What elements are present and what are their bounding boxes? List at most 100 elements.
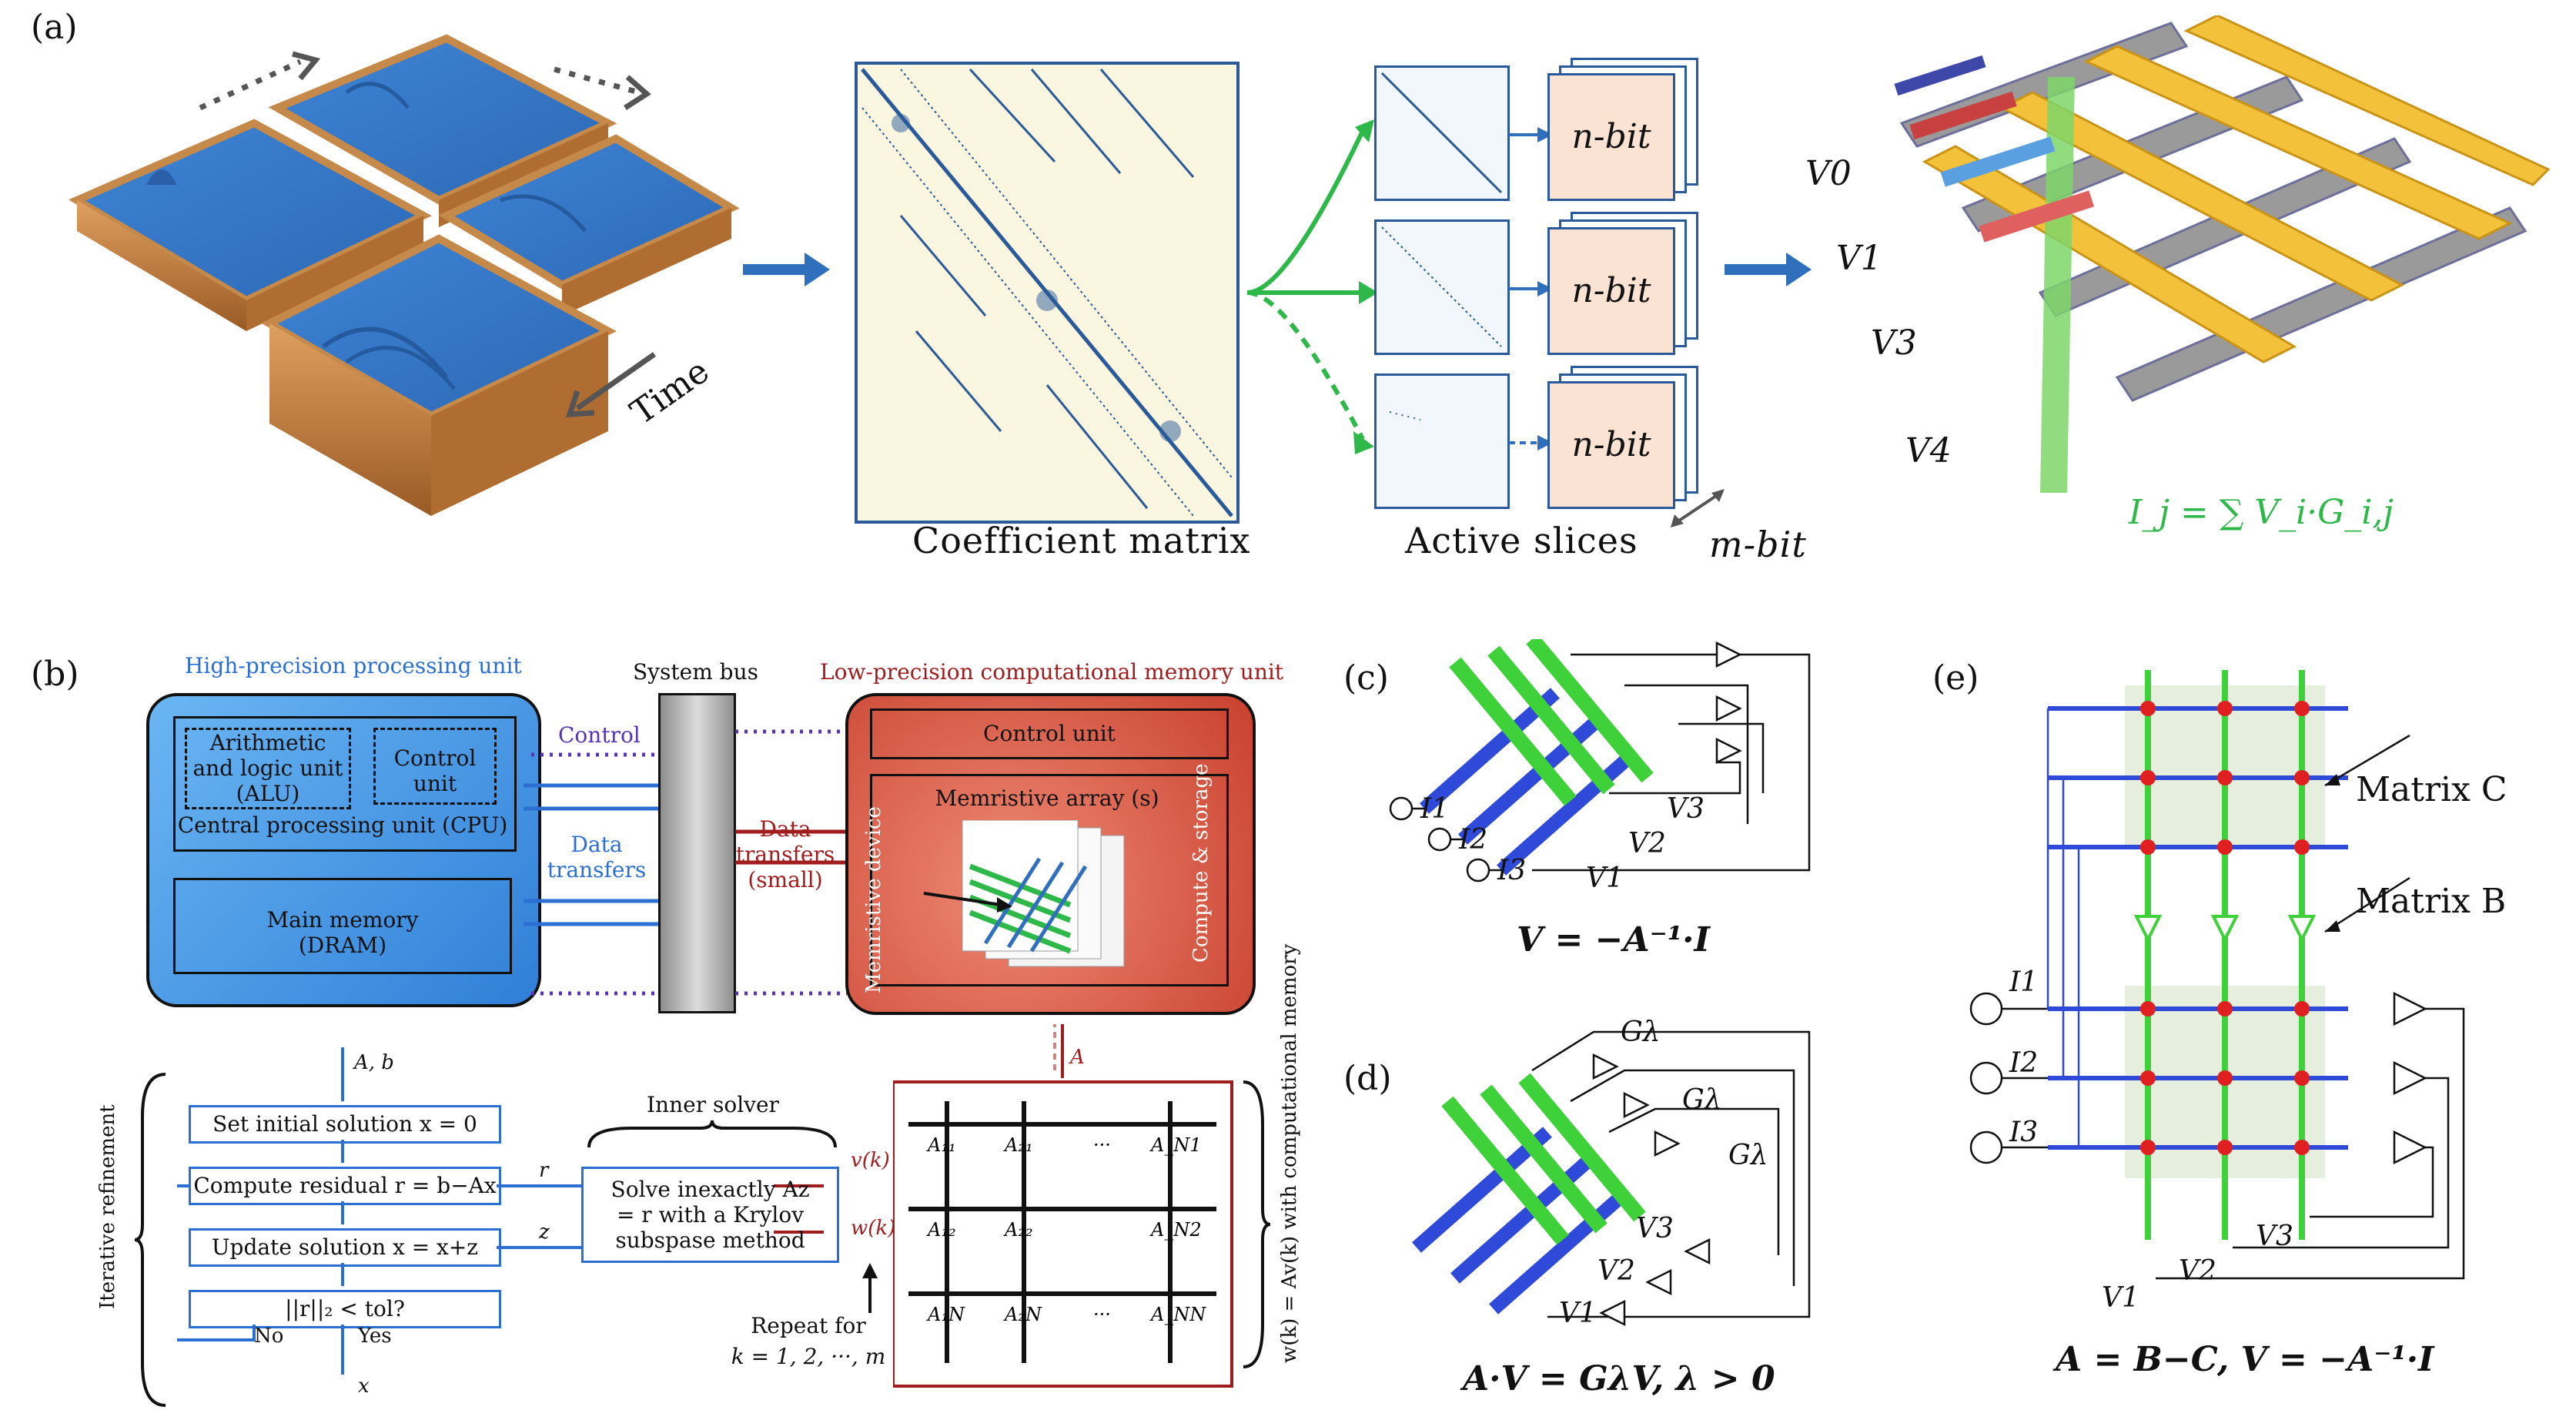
d-G-2: Gλ <box>1682 1084 1722 1116</box>
panel-c-label: (c) <box>1343 658 1389 698</box>
e-I1: I1 <box>2009 966 2039 998</box>
lp-control-unit: Control unit <box>870 708 1229 759</box>
d-V2: V2 <box>1597 1255 1635 1287</box>
z-label: z <box>539 1221 550 1244</box>
system-bus <box>658 693 736 1013</box>
vk-label: v(k) <box>851 1149 890 1172</box>
step-compute-residual: Compute residual r = b−Ax <box>189 1167 501 1205</box>
memristive-array-box <box>870 774 1229 986</box>
d-V3: V3 <box>1636 1213 1674 1244</box>
repeat-k-label: k = 1, 2, ···, m <box>731 1344 886 1369</box>
panel-e-label: (e) <box>1932 658 1979 698</box>
wav-label: w(k) = Av(k) with computational memory <box>1278 943 1301 1363</box>
c-equation: V = −A⁻¹·I <box>1517 920 1711 960</box>
panel-b-label: (b) <box>31 655 79 694</box>
iterative-refinement-label: Iterative refinement <box>96 1104 119 1309</box>
step-check-tolerance: ||r||₂ < tol? <box>189 1290 501 1328</box>
e-V1: V1 <box>2102 1282 2139 1314</box>
r-label: r <box>539 1159 549 1182</box>
crossbar-matrix-diagram: A₁₁ A₂₁ A_N1 A₁₂ A₂₂ A_N2 A₁N A₂N A_NN ··· ··· <box>893 1024 1233 1388</box>
current-equation: I_j = ∑ V_i·G_i,j <box>2129 493 2394 532</box>
svg-text:A₂₁: A₂₁ <box>1003 1134 1033 1156</box>
c-I2: I2 <box>1459 824 1488 856</box>
memristive-array-label: Memristive array (s) <box>935 785 1159 811</box>
cpu-box <box>173 716 517 852</box>
e-I3: I3 <box>2009 1117 2039 1148</box>
x-output-label: x <box>358 1375 370 1398</box>
c-I3: I3 <box>1497 855 1527 886</box>
coefficient-matrix <box>855 62 1239 524</box>
crossbar-circuit-e <box>1969 670 2465 1280</box>
svg-text:A₁N: A₁N <box>926 1304 965 1325</box>
mini-crossbar <box>923 820 1125 967</box>
step-update-solution: Update solution x = x+z <box>189 1228 501 1267</box>
panel-a-label: (a) <box>31 8 78 47</box>
bus-arrows <box>524 729 847 996</box>
coefficient-matrix-caption: Coefficient matrix <box>912 520 1251 561</box>
repeat-label: Repeat for <box>751 1313 866 1338</box>
crossbar-circuit-c <box>1389 639 1811 883</box>
svg-text:···: ··· <box>1093 1134 1111 1156</box>
krylov-solver-box: Solve inexactly Az = r with a Krylov sub… <box>581 1167 839 1263</box>
voltage-v1: V1 <box>1836 239 1882 278</box>
d-G-3: Gλ <box>1728 1140 1768 1171</box>
e-equation: A = B−C, V = −A⁻¹·I <box>2056 1340 2434 1379</box>
slice-2 <box>1374 219 1510 355</box>
svg-text:A₂₂: A₂₂ <box>1003 1219 1033 1241</box>
active-slices-caption: Active slices <box>1405 520 1638 561</box>
panel-d-label: (d) <box>1343 1059 1392 1098</box>
control-label: Control <box>558 722 641 748</box>
data-transfers-label: Data transfers <box>547 832 647 883</box>
slice-arrows <box>1246 119 1378 454</box>
e-V3: V3 <box>2256 1221 2293 1252</box>
memristive-device-label: Memristive device <box>862 806 885 993</box>
no-label: No <box>254 1325 284 1348</box>
mbit-label: m-bit <box>1709 524 1807 565</box>
hp-title: High-precision processing unit <box>185 653 522 678</box>
wav-brace <box>1243 1080 1270 1368</box>
wk-label: w(k) <box>851 1217 896 1240</box>
slice-to-nbit-arrows <box>1509 127 1553 450</box>
data-transfers-small-label: Data transfers (small) <box>735 816 835 893</box>
svg-text:A_N1: A_N1 <box>1149 1134 1202 1156</box>
mbit-arrow <box>1671 489 1725 527</box>
slice-contents <box>1380 72 1503 420</box>
yes-label: Yes <box>358 1325 392 1348</box>
step-set-initial: Set initial solution x = 0 <box>189 1105 501 1144</box>
svg-text:A₂N: A₂N <box>1003 1304 1042 1325</box>
cpu-label: Central processing unit (CPU) <box>177 812 508 838</box>
alu-box: Arithmetic and logic unit (ALU) <box>185 728 351 809</box>
flow-arrows <box>177 1047 824 1375</box>
repeat-arrow <box>862 1263 878 1313</box>
e-I2: I2 <box>2009 1047 2039 1079</box>
inner-solver-brace <box>587 1120 837 1148</box>
arrow-to-crossbar <box>1725 253 1812 286</box>
voltage-v0: V0 <box>1805 154 1852 193</box>
voltage-v3: V3 <box>1871 323 1917 363</box>
voltage-v4: V4 <box>1905 431 1952 471</box>
control-unit-box: Control unit <box>373 728 497 805</box>
svg-text:A₁₁: A₁₁ <box>926 1134 956 1156</box>
water-simulation-tiles <box>69 34 740 516</box>
main-memory-box: Main memory (DRAM) <box>173 878 512 974</box>
svg-text:···: ··· <box>1093 1304 1111 1325</box>
e-V2: V2 <box>2179 1255 2216 1287</box>
c-V2: V2 <box>1628 828 1666 859</box>
svg-text:A₁₂: A₁₂ <box>926 1219 956 1241</box>
iteration-brace <box>135 1073 166 1407</box>
arrow-to-matrix <box>743 253 830 286</box>
slice-3 <box>1374 373 1510 509</box>
c-I1: I1 <box>1420 793 1450 825</box>
crossbar-circuit-d <box>1412 1030 1811 1327</box>
c-V1: V1 <box>1586 862 1624 894</box>
d-equation: A·V = GλV, λ > 0 <box>1463 1359 1775 1398</box>
bus-title: System bus <box>633 659 758 685</box>
svg-text:A_N2: A_N2 <box>1149 1219 1202 1241</box>
e-matrix-b-label: Matrix B <box>2356 882 2507 921</box>
c-V3: V3 <box>1667 793 1705 825</box>
svg-text:A_NN: A_NN <box>1149 1304 1206 1325</box>
crossbar-3d <box>1894 15 2551 493</box>
inner-solver-label: Inner solver <box>647 1092 779 1117</box>
d-V1: V1 <box>1559 1298 1597 1329</box>
e-matrix-c-label: Matrix C <box>2356 770 2507 809</box>
